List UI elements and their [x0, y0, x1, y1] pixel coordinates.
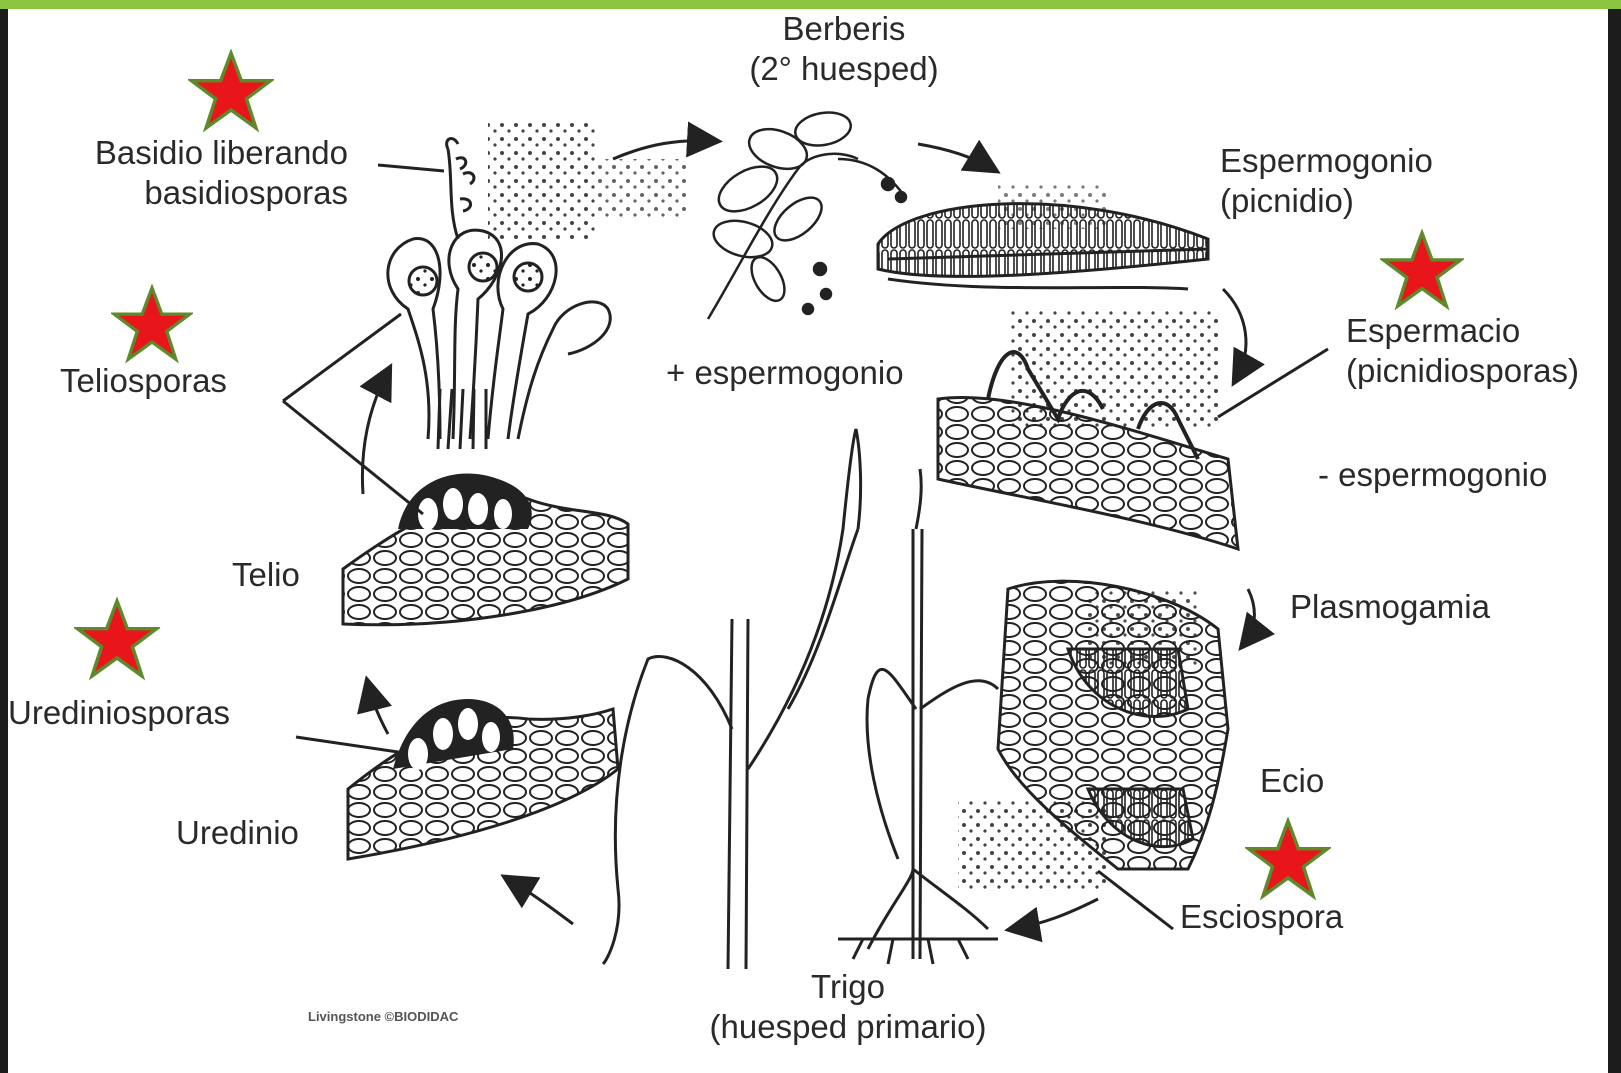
basidio-line-2: basidiosporas: [48, 173, 348, 213]
espermogonio-label: Espermogonio (picnidio): [1220, 141, 1433, 220]
spermogonium-drawing: [878, 184, 1208, 289]
espermacio-line-1: Espermacio: [1346, 311, 1579, 351]
star-icon: [111, 284, 193, 364]
basidio-label: Basidio liberando basidiosporas: [48, 133, 348, 212]
basidiospore-dots: [488, 119, 598, 239]
ecio-label: Ecio: [1260, 761, 1324, 801]
telium-drawing: [343, 473, 628, 624]
star-icon: [188, 49, 274, 133]
telio-label: Telio: [232, 555, 300, 595]
minus-espermogonio-label: - espermogonio: [1318, 455, 1547, 495]
plasmogamia-label: Plasmogamia: [1290, 587, 1490, 627]
espermacio-label: Espermacio (picnidiosporas): [1346, 311, 1579, 390]
aecium-drawing: [958, 581, 1228, 889]
basidiospore-dots-2: [598, 159, 688, 219]
uredinio-label: Uredinio: [176, 813, 299, 853]
esciospora-label: Esciospora: [1180, 897, 1343, 937]
credit-label: Livingstone ©BIODIDAC: [308, 1009, 458, 1025]
teliosporas-label: Teliosporas: [60, 361, 227, 401]
plus-espermogonio-label: + espermogonio: [666, 353, 904, 393]
spermatium-drawing: [938, 309, 1238, 549]
uredinium-drawing: [348, 699, 618, 859]
star-icon: [1380, 229, 1464, 311]
espermogonio-line-2: (picnidio): [1220, 181, 1433, 221]
espermacio-line-2: (picnidiosporas): [1346, 351, 1579, 391]
trigo-label: Trigo (huesped primario): [668, 967, 1028, 1046]
espermogonio-line-1: Espermogonio: [1220, 141, 1433, 181]
top-accent-bar: [0, 0, 1621, 9]
berberis-plant-drawing: [708, 108, 906, 319]
trigo-title: Trigo: [668, 967, 1028, 1007]
basidio-line-1: Basidio liberando: [48, 133, 348, 173]
berberis-title: Berberis: [714, 9, 974, 49]
wheat-plant-drawing: [603, 429, 998, 969]
berberis-subtitle: (2° huesped): [714, 49, 974, 89]
berberis-label: Berberis (2° huesped): [714, 9, 974, 88]
urediniosporas-label: Urediniosporas: [8, 693, 230, 733]
life-cycle-diagram: Berberis (2° huesped) Basidio liberando …: [8, 9, 1608, 1073]
star-icon: [1245, 817, 1331, 901]
star-icon: [74, 597, 160, 681]
trigo-subtitle: (huesped primario): [668, 1007, 1028, 1047]
